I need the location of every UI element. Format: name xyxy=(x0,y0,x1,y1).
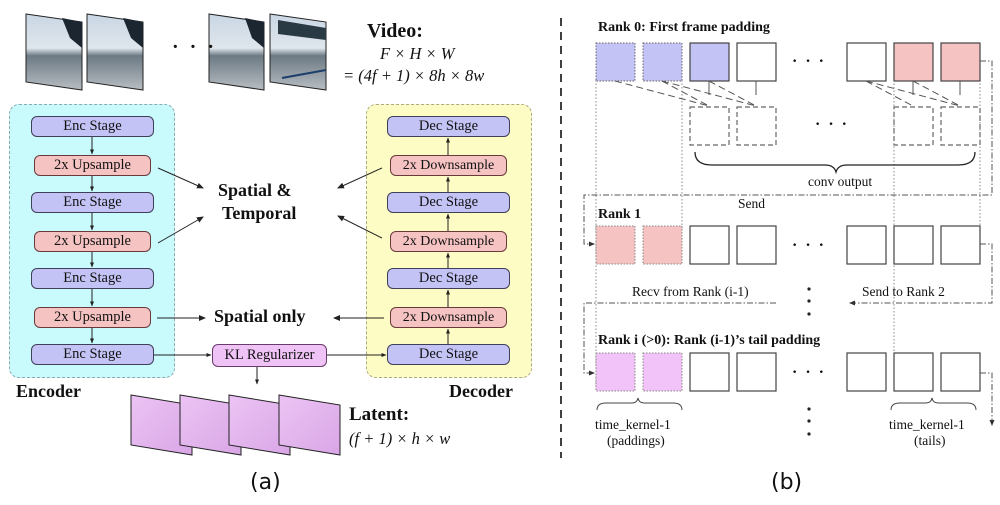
spatial-temporal-label-line2: Temporal xyxy=(222,203,297,223)
dec-stage-2: Dec Stage xyxy=(387,192,510,213)
conv-output-boxes xyxy=(689,106,981,146)
paddings-label-line1: time_kernel-1 xyxy=(595,417,671,432)
rank1-ellipsis: · · · xyxy=(792,237,827,254)
rank0-label: Rank 0: First frame padding xyxy=(598,20,770,35)
enc-stage-2: Enc Stage xyxy=(31,192,154,213)
send-to-label: Send to Rank 2 xyxy=(862,284,945,299)
enc-stage-3: Enc Stage xyxy=(31,268,154,289)
caption-b: (b) xyxy=(771,470,803,495)
dec-stage-1: Dec Stage xyxy=(387,116,510,137)
dec-downsample-3: 2x Downsample xyxy=(390,307,507,328)
vertical-ellipsis xyxy=(807,287,811,436)
paddings-brace xyxy=(596,397,683,411)
video-ellipsis: · · · xyxy=(172,36,218,58)
rank0-row xyxy=(595,42,981,82)
dec-stage-4: Dec Stage xyxy=(387,344,510,365)
recv-from-label: Recv from Rank (i-1) xyxy=(632,284,749,299)
latent-frame-3 xyxy=(228,394,291,456)
latent-frame-1 xyxy=(130,394,193,456)
ranki-row xyxy=(595,352,981,392)
ranki-label: Rank i (>0): Rank (i-1)’s tail padding xyxy=(598,333,821,348)
conv-output-brace xyxy=(694,151,976,175)
spatial-temporal-label-line1: Spatial & xyxy=(218,180,292,200)
conv-ellipsis: · · · xyxy=(815,116,850,133)
video-formula-line2: = (4f + 1) × 8h × 8w xyxy=(343,66,485,85)
decoder-title: Decoder xyxy=(449,381,513,401)
enc-stage-1: Enc Stage xyxy=(31,116,154,137)
dec-downsample-1: 2x Downsample xyxy=(390,155,507,176)
enc-upsample-2: 2x Upsample xyxy=(34,231,151,252)
video-frame-1 xyxy=(25,13,83,91)
tails-brace xyxy=(890,397,977,411)
latent-frame-2 xyxy=(179,394,242,456)
tails-label-line1: time_kernel-1 xyxy=(889,417,965,432)
caption-a: (a) xyxy=(250,470,281,495)
rank1-label: Rank 1 xyxy=(598,207,642,222)
video-frame-2 xyxy=(86,13,144,91)
enc-upsample-3: 2x Upsample xyxy=(34,307,151,328)
ranki-ellipsis: · · · xyxy=(792,364,827,381)
send-label: Send xyxy=(738,196,765,211)
tails-label-line2: (tails) xyxy=(914,433,946,448)
rank0-ellipsis: · · · xyxy=(792,53,827,70)
paddings-label-line2: (paddings) xyxy=(607,433,665,448)
video-frame-3 xyxy=(208,13,265,91)
encoder-title: Encoder xyxy=(16,381,81,401)
dec-downsample-2: 2x Downsample xyxy=(390,231,507,252)
conv-output-label: conv output xyxy=(808,174,873,189)
video-formula-line1: F × H × W xyxy=(380,44,455,63)
enc-stage-4: Enc Stage xyxy=(31,344,154,365)
video-frame-4 xyxy=(269,13,327,91)
spatial-only-label: Spatial only xyxy=(214,306,306,326)
enc-upsample-1: 2x Upsample xyxy=(34,155,151,176)
latent-label: Latent: xyxy=(349,404,410,425)
latent-formula: (f + 1) × h × w xyxy=(349,429,451,448)
video-label: Video: xyxy=(367,20,423,42)
rank1-row xyxy=(595,225,981,265)
latent-frame-4 xyxy=(278,394,341,456)
dec-stage-3: Dec Stage xyxy=(387,268,510,289)
kl-regularizer: KL Regularizer xyxy=(212,344,327,367)
